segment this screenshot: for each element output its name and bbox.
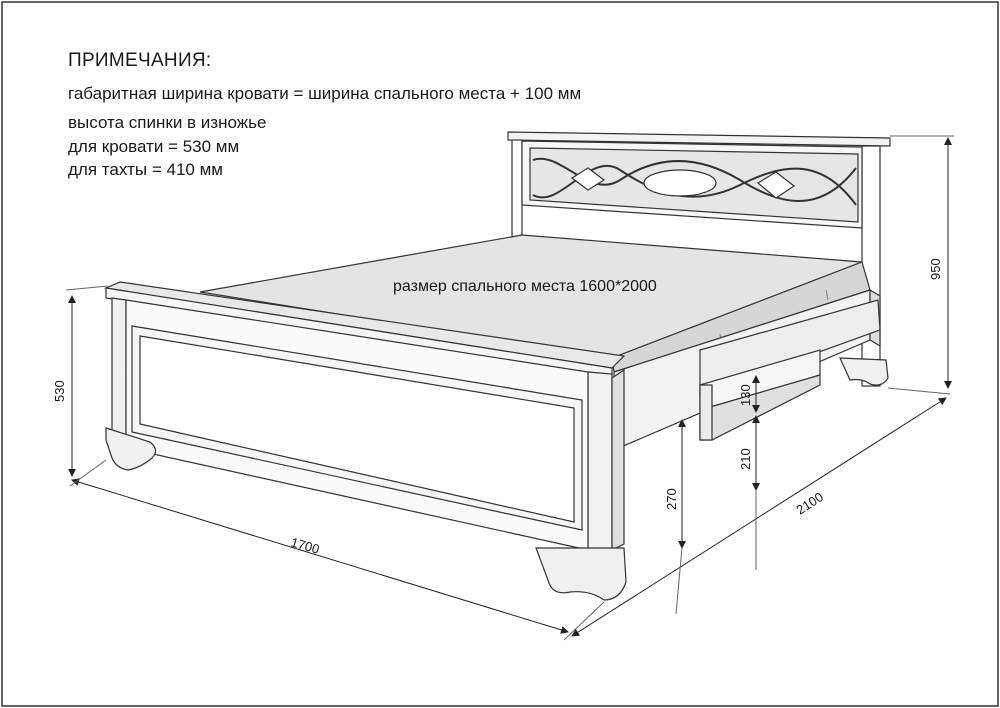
- note-daybed-height: для тахты = 410 мм: [68, 160, 223, 179]
- note-footboard-height: высота спинки в изножье: [68, 113, 267, 132]
- headboard: [507, 131, 891, 387]
- dim-length-line: [571, 397, 947, 637]
- dim-footboard-height-label: 530: [52, 380, 67, 402]
- dim-headboard-height-label: 950: [928, 258, 943, 280]
- dim-frame-clearance-label: 270: [664, 488, 679, 510]
- dim-width-ext-left: [69, 459, 107, 487]
- footboard-leg-left: [105, 427, 157, 471]
- dim-length-label: 2100: [793, 489, 825, 517]
- footboard-leg-right: [535, 547, 627, 601]
- note-bed-height: для кровати = 530 мм: [68, 137, 240, 156]
- dim-width-line: [71, 478, 569, 634]
- dim-drawer-clearance-label: 210: [738, 448, 753, 470]
- dim-width-ext-right: [563, 601, 605, 641]
- dim-frame-clearance-ext: [675, 547, 683, 615]
- dim-width-label: 1700: [289, 534, 321, 556]
- dim-drawer-height-label: 130: [738, 384, 753, 406]
- dim-length-ext: [887, 387, 951, 395]
- notes-title: ПРИМЕЧАНИЯ:: [68, 50, 212, 71]
- dim-footboard-ext: [65, 285, 109, 291]
- headboard-leg: [839, 357, 889, 386]
- mattress-size-label: размер спального места 1600*2000: [393, 278, 657, 295]
- note-overall-width: габаритная ширина кровати = ширина спаль…: [68, 84, 582, 103]
